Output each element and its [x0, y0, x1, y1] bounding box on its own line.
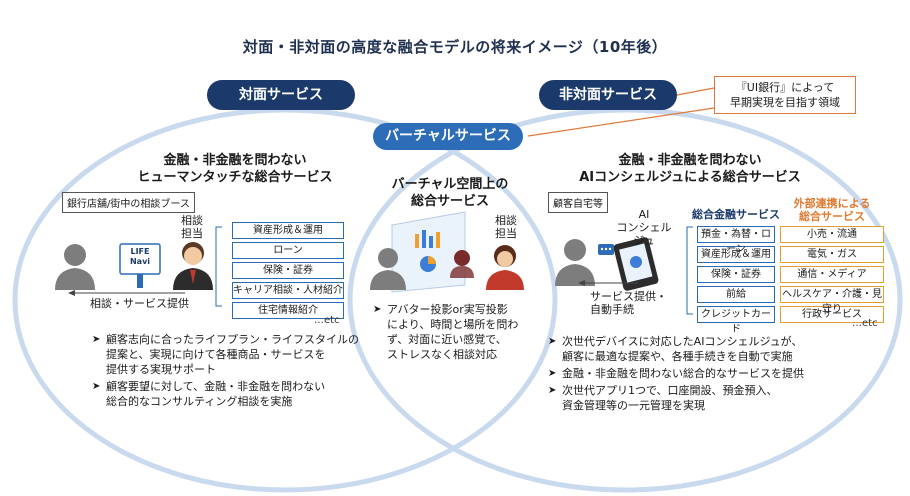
- bullet-line: 提案と、実現に向けて各種商品・サービスを: [106, 348, 326, 361]
- bullet-line: ず、対面に近い感覚で、: [387, 333, 507, 346]
- bullet-item: アバター投影or実写投影 により、時間と場所を問わ ず、対面に近い感覚で、 スト…: [373, 302, 523, 362]
- finance-box: 前給: [697, 286, 775, 303]
- face-service-circle: [12, 107, 558, 493]
- nonface-service-pill: 非対面サービス: [539, 80, 677, 110]
- external-label-line: 外部連携による: [793, 197, 871, 210]
- customer-icon: [555, 239, 595, 286]
- bullet-line: 提供する実現サポート: [106, 363, 216, 376]
- bullet-line: 顧客要望に対して、金融・非金融を問わない: [106, 380, 326, 393]
- virtual-screen-icon: [391, 211, 466, 293]
- bullet-item: 顧客志向に合ったライフプラン・ライフスタイルの 提案と、実現に向けて各種商品・サ…: [92, 332, 362, 377]
- finance-box: 預金・為替・ローン: [697, 226, 775, 255]
- page-title: 対面・非対面の高度な融合モデルの将来イメージ（10年後）: [242, 38, 668, 56]
- etc-label: …etc: [314, 315, 340, 326]
- kiosk-label-line: Navi: [129, 257, 151, 266]
- finance-service-label: 総合金融サービス: [692, 208, 780, 221]
- flow-label-line: サービス提供・: [590, 290, 667, 303]
- nonface-service-heading: 金融・非金融を問わない AIコンシェルジュによる総合サービス: [560, 152, 820, 186]
- advisor-label-line: 相談: [495, 214, 517, 227]
- customer-icon: [55, 244, 95, 290]
- ai-label-line: AI: [638, 208, 650, 221]
- callout-connector-line: [527, 107, 715, 137]
- bullet-line: 次世代アプリ1つで、口座開設、預金預入、: [562, 384, 778, 397]
- service-box: 資産形成＆運用: [232, 222, 344, 239]
- kiosk-label: LIFE Navi: [120, 247, 160, 267]
- bullet-item: 次世代アプリ1つで、口座開設、預金預入、 資金管理等の一元管理を実現: [548, 383, 848, 413]
- bullet-line: 顧客志向に合ったライフプラン・ライフスタイルの: [106, 333, 359, 346]
- external-box: 行政サービス: [780, 306, 884, 323]
- callout-connector-line: [671, 87, 715, 97]
- finance-box: クレジットカード: [697, 306, 775, 335]
- ui-bank-callout: 『UI銀行』によって 早期実現を目指す領域: [714, 76, 856, 114]
- ai-label-line: コンシェルジュ: [616, 221, 672, 247]
- bullet-line: 資金管理等の一元管理を実現: [562, 399, 705, 412]
- virtual-service-pill: バーチャルサービス: [373, 123, 523, 150]
- finance-box: 保険・証券: [697, 266, 775, 283]
- external-service-label: 外部連携による 総合サービス: [790, 197, 874, 223]
- external-box: 小売・流通: [780, 226, 884, 243]
- heading-line: 金融・非金融を問わない: [618, 153, 762, 168]
- service-bracket: [215, 226, 222, 307]
- finance-service-list: 預金・為替・ローン 資産形成＆運用 保険・証券 前給 クレジットカード: [697, 226, 775, 335]
- finance-box: 資産形成＆運用: [697, 246, 775, 263]
- nonface-service-circle: [347, 107, 903, 493]
- external-box: 通信・メディア: [780, 266, 884, 283]
- bullet-line: ストレスなく相談対応: [387, 348, 497, 361]
- bullet-line: 次世代デバイスに対応したAIコンシェルジュが、: [562, 335, 803, 348]
- bullet-line: 総合的なコンサルティング相談を実施: [106, 395, 293, 408]
- kiosk-label-line: LIFE: [130, 247, 150, 256]
- customer-icon: [370, 248, 406, 290]
- advisor-icon: [486, 245, 524, 290]
- service-flow-label: サービス提供・ 自動手続: [590, 290, 667, 316]
- location-tag: 銀行店舗/街中の相談ブース: [62, 192, 195, 213]
- smartphone-icon: [613, 237, 659, 291]
- face-service-list: 資産形成＆運用 ローン 保険・証券 キャリア相談・人材紹介 住宅情報紹介: [232, 222, 344, 319]
- face-service-bullets: 顧客志向に合ったライフプラン・ライフスタイルの 提案と、実現に向けて各種商品・サ…: [92, 332, 362, 411]
- bullet-item: 次世代デバイスに対応したAIコンシェルジュが、 顧客に最適な提案や、各種手続きを…: [548, 334, 848, 364]
- bullet-line: 金融・非金融を問わない総合的なサービスを提供: [562, 367, 804, 380]
- heading-line: AIコンシェルジュによる総合サービス: [579, 170, 801, 185]
- etc-label: …etc: [852, 318, 878, 329]
- service-flow-label: 相談・サービス提供: [90, 297, 189, 310]
- advisor-icon: [173, 242, 213, 290]
- flow-label-line: 自動手続: [590, 303, 634, 316]
- bullet-line: により、時間と場所を問わ: [387, 318, 519, 331]
- service-box: 住宅情報紹介: [232, 302, 344, 319]
- bullet-line: アバター投影or実写投影: [387, 303, 508, 316]
- heading-line: バーチャル空間上の: [391, 177, 509, 192]
- callout-line: 早期実現を目指す領域: [730, 96, 840, 109]
- chat-bubble-icon: [598, 244, 614, 255]
- heading-line: ヒューマンタッチな総合サービス: [137, 170, 333, 185]
- location-tag: 顧客自宅等: [548, 192, 608, 213]
- kiosk-icon: [119, 243, 161, 288]
- avatar-icon: [450, 250, 474, 278]
- advisor-label-line: 担当: [181, 227, 203, 240]
- callout-line: 『UI銀行』によって: [735, 81, 835, 94]
- advisor-label-line: 相談: [181, 214, 203, 227]
- bullet-line: 顧客に最適な提案や、各種手続きを自動で実施: [562, 350, 793, 363]
- heading-line: 金融・非金融を問わない: [163, 153, 307, 168]
- virtual-service-heading: バーチャル空間上の 総合サービス: [375, 176, 525, 210]
- face-service-heading: 金融・非金融を問わない ヒューマンタッチな総合サービス: [120, 152, 350, 186]
- virtual-service-bullets: アバター投影or実写投影 により、時間と場所を問わ ず、対面に近い感覚で、 スト…: [373, 302, 523, 364]
- face-service-pill: 対面サービス: [207, 80, 355, 110]
- bullet-item: 顧客要望に対して、金融・非金融を問わない 総合的なコンサルティング相談を実施: [92, 379, 362, 409]
- external-label-line: 総合サービス: [799, 210, 865, 223]
- nonface-service-bullets: 次世代デバイスに対応したAIコンシェルジュが、 顧客に最適な提案や、各種手続きを…: [548, 334, 848, 415]
- heading-line: 総合サービス: [410, 194, 489, 209]
- external-service-list: 小売・流通 電気・ガス 通信・メディア ヘルスケア・介護・見守り 行政サービス: [780, 226, 884, 323]
- advisor-label: 相談 担当: [494, 214, 518, 240]
- bullet-item: 金融・非金融を問わない総合的なサービスを提供: [548, 366, 848, 381]
- external-box: ヘルスケア・介護・見守り: [780, 286, 884, 315]
- ai-concierge-label: AI コンシェルジュ: [612, 208, 676, 247]
- advisor-label-line: 担当: [495, 227, 517, 240]
- service-box: 保険・証券: [232, 262, 344, 279]
- service-box: キャリア相談・人材紹介: [232, 282, 344, 299]
- advisor-label: 相談 担当: [180, 214, 204, 240]
- service-bracket: [686, 226, 693, 315]
- service-box: ローン: [232, 242, 344, 259]
- external-box: 電気・ガス: [780, 246, 884, 263]
